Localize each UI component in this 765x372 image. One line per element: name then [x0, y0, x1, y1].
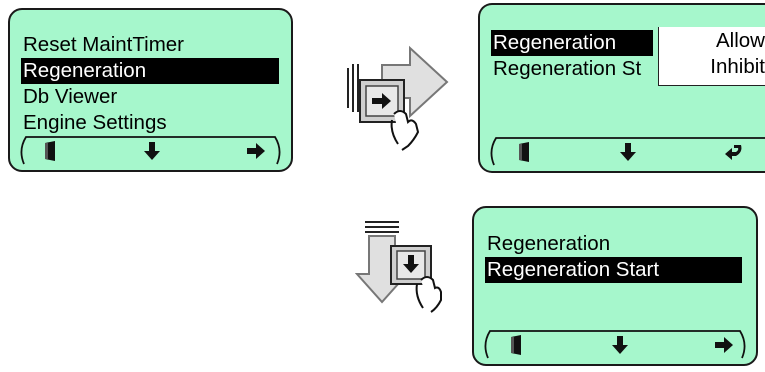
- arrow-down-icon[interactable]: [618, 142, 638, 162]
- display-screen-regeneration-start: Regeneration Regeneration Start: [472, 206, 758, 366]
- arrow-right-icon[interactable]: [714, 335, 734, 355]
- softkey-bar: [482, 330, 748, 359]
- exit-door-icon[interactable]: [506, 335, 526, 355]
- menu-item-regeneration[interactable]: Regeneration: [487, 232, 611, 255]
- menu-item-regeneration-selected[interactable]: Regeneration: [21, 58, 279, 84]
- arrow-down-icon[interactable]: [610, 335, 630, 355]
- press-down-key-icon: [355, 221, 442, 313]
- press-right-key-icon: [347, 45, 449, 151]
- arrow-down-icon[interactable]: [142, 141, 162, 161]
- softkey-bar: [18, 136, 283, 165]
- menu-item-reset-maint-timer[interactable]: Reset MaintTimer: [23, 33, 184, 56]
- menu-item-regeneration-start[interactable]: Regeneration St: [493, 57, 642, 80]
- menu-item-db-viewer[interactable]: Db Viewer: [23, 85, 118, 108]
- menu-item-regeneration-selected[interactable]: Regeneration: [491, 30, 653, 56]
- exit-door-icon[interactable]: [514, 142, 534, 162]
- return-arrow-icon[interactable]: [724, 142, 744, 162]
- menu-item-regeneration-start-selected[interactable]: Regeneration Start: [485, 257, 742, 283]
- arrow-right-icon[interactable]: [246, 141, 266, 161]
- option-inhibit[interactable]: Inhibit: [710, 55, 765, 78]
- option-allow[interactable]: Allow: [716, 29, 765, 52]
- display-screen-main-menu: Reset MaintTimer Regeneration Db Viewer …: [8, 8, 293, 172]
- option-popup: Allow Inhibit: [658, 27, 765, 86]
- display-screen-regeneration-popup: Regeneration Regeneration St Allow Inhib…: [478, 3, 765, 173]
- exit-door-icon[interactable]: [40, 141, 60, 161]
- menu-item-engine-settings[interactable]: Engine Settings: [23, 111, 167, 134]
- softkey-bar: [488, 137, 765, 166]
